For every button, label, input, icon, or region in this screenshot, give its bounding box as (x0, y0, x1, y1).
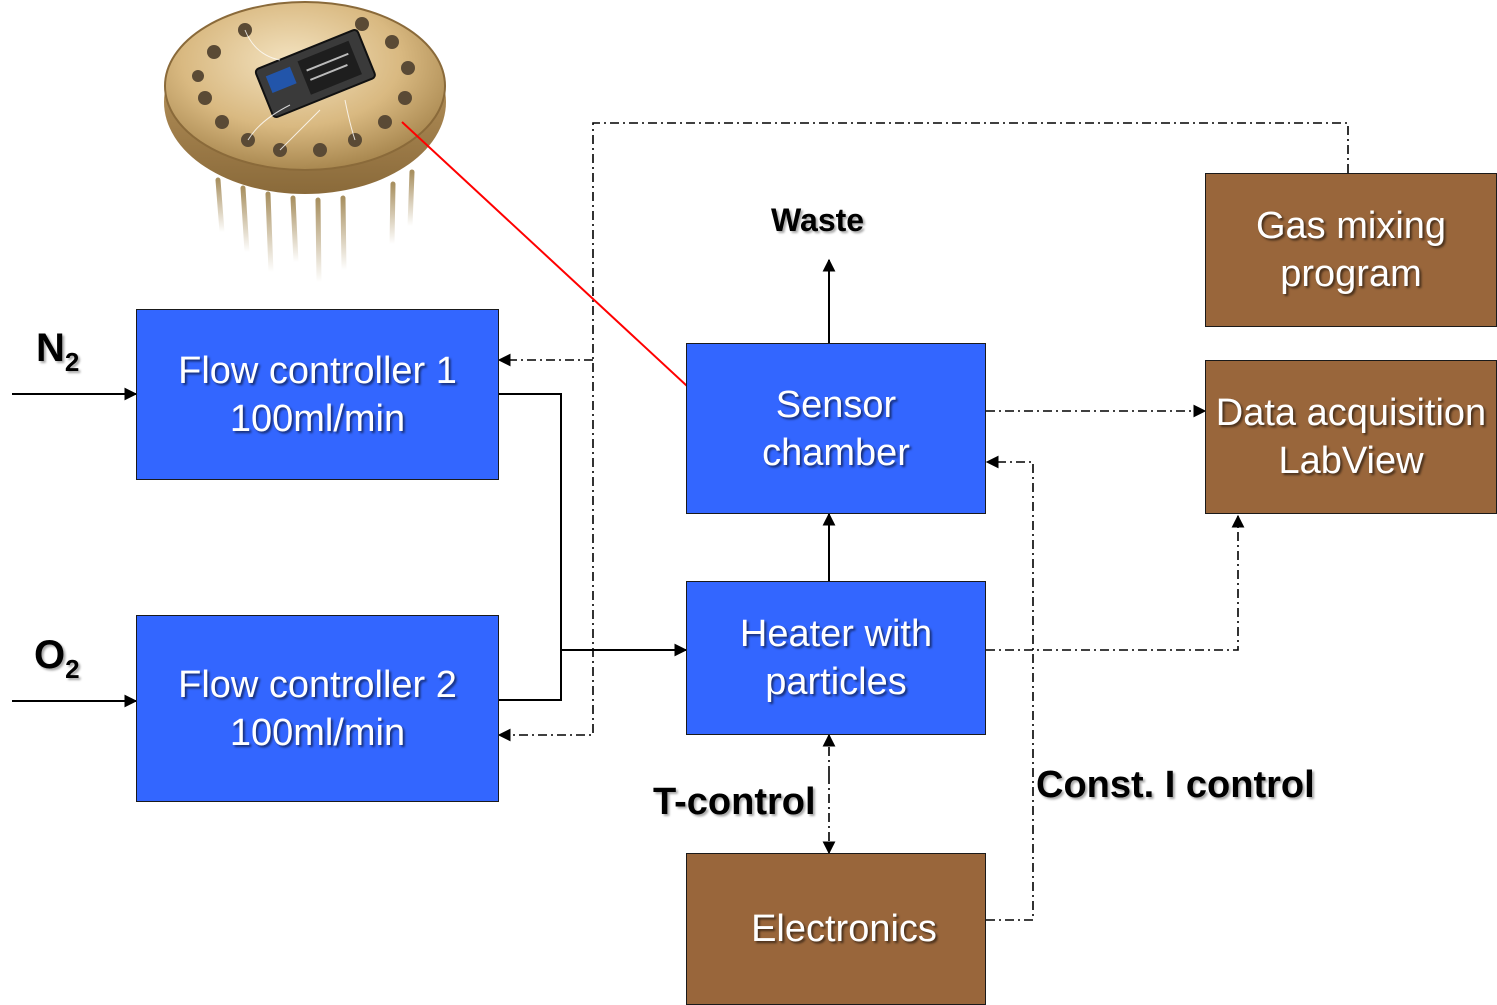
heater-line1: Heater with (739, 613, 933, 655)
data-acquisition-line2: LabView (1278, 440, 1424, 482)
sensor-chamber-box: Sensor chamber (686, 343, 986, 514)
n2-subscript: 2 (64, 347, 80, 377)
t-control-label: T-control (653, 781, 816, 823)
gas-mixing-line1: Gas mixing (1255, 205, 1447, 247)
o2-subscript: 2 (65, 654, 80, 684)
sensor-package-image (164, 1, 446, 285)
sensor-pointer-arrow (401, 121, 716, 412)
gas-mixing-box: Gas mixing program (1205, 173, 1497, 327)
const-i-control-arrow (985, 455, 1034, 921)
o2-label: O2 (34, 633, 80, 685)
flow-controller-1-rate: 100ml/min (229, 397, 406, 440)
gas-mixing-control-line (497, 122, 1349, 742)
sensor-chamber-line1: Sensor (775, 383, 897, 426)
n2-label: N2 (36, 326, 79, 378)
n2-symbol: N (36, 326, 65, 370)
const-i-control-label: Const. I control (1036, 764, 1315, 806)
electronics-box: Electronics (686, 853, 986, 1005)
flow-merge-line (498, 393, 562, 701)
flow-controller-1-title: Flow controller 1 (178, 349, 457, 392)
heater-to-daq-arrow (986, 514, 1245, 651)
data-acquisition-line1: Data acquisition (1215, 392, 1487, 434)
flow-controller-2-title: Flow controller 2 (178, 663, 457, 706)
gas-mixing-line2: program (1280, 253, 1422, 295)
sensor-chamber-line2: chamber (762, 431, 910, 474)
heater-box: Heater with particles (686, 581, 986, 735)
flow-controller-2-box: Flow controller 2 100ml/min (136, 615, 499, 802)
flow-controller-1-box: Flow controller 1 100ml/min (136, 309, 499, 480)
waste-label: Waste (771, 202, 865, 238)
data-acquisition-box: Data acquisition LabView (1205, 360, 1497, 514)
o2-symbol: O (34, 633, 66, 677)
flow-controller-2-rate: 100ml/min (229, 711, 406, 754)
heater-line2: particles (765, 661, 907, 703)
electronics-label: Electronics (751, 908, 937, 950)
